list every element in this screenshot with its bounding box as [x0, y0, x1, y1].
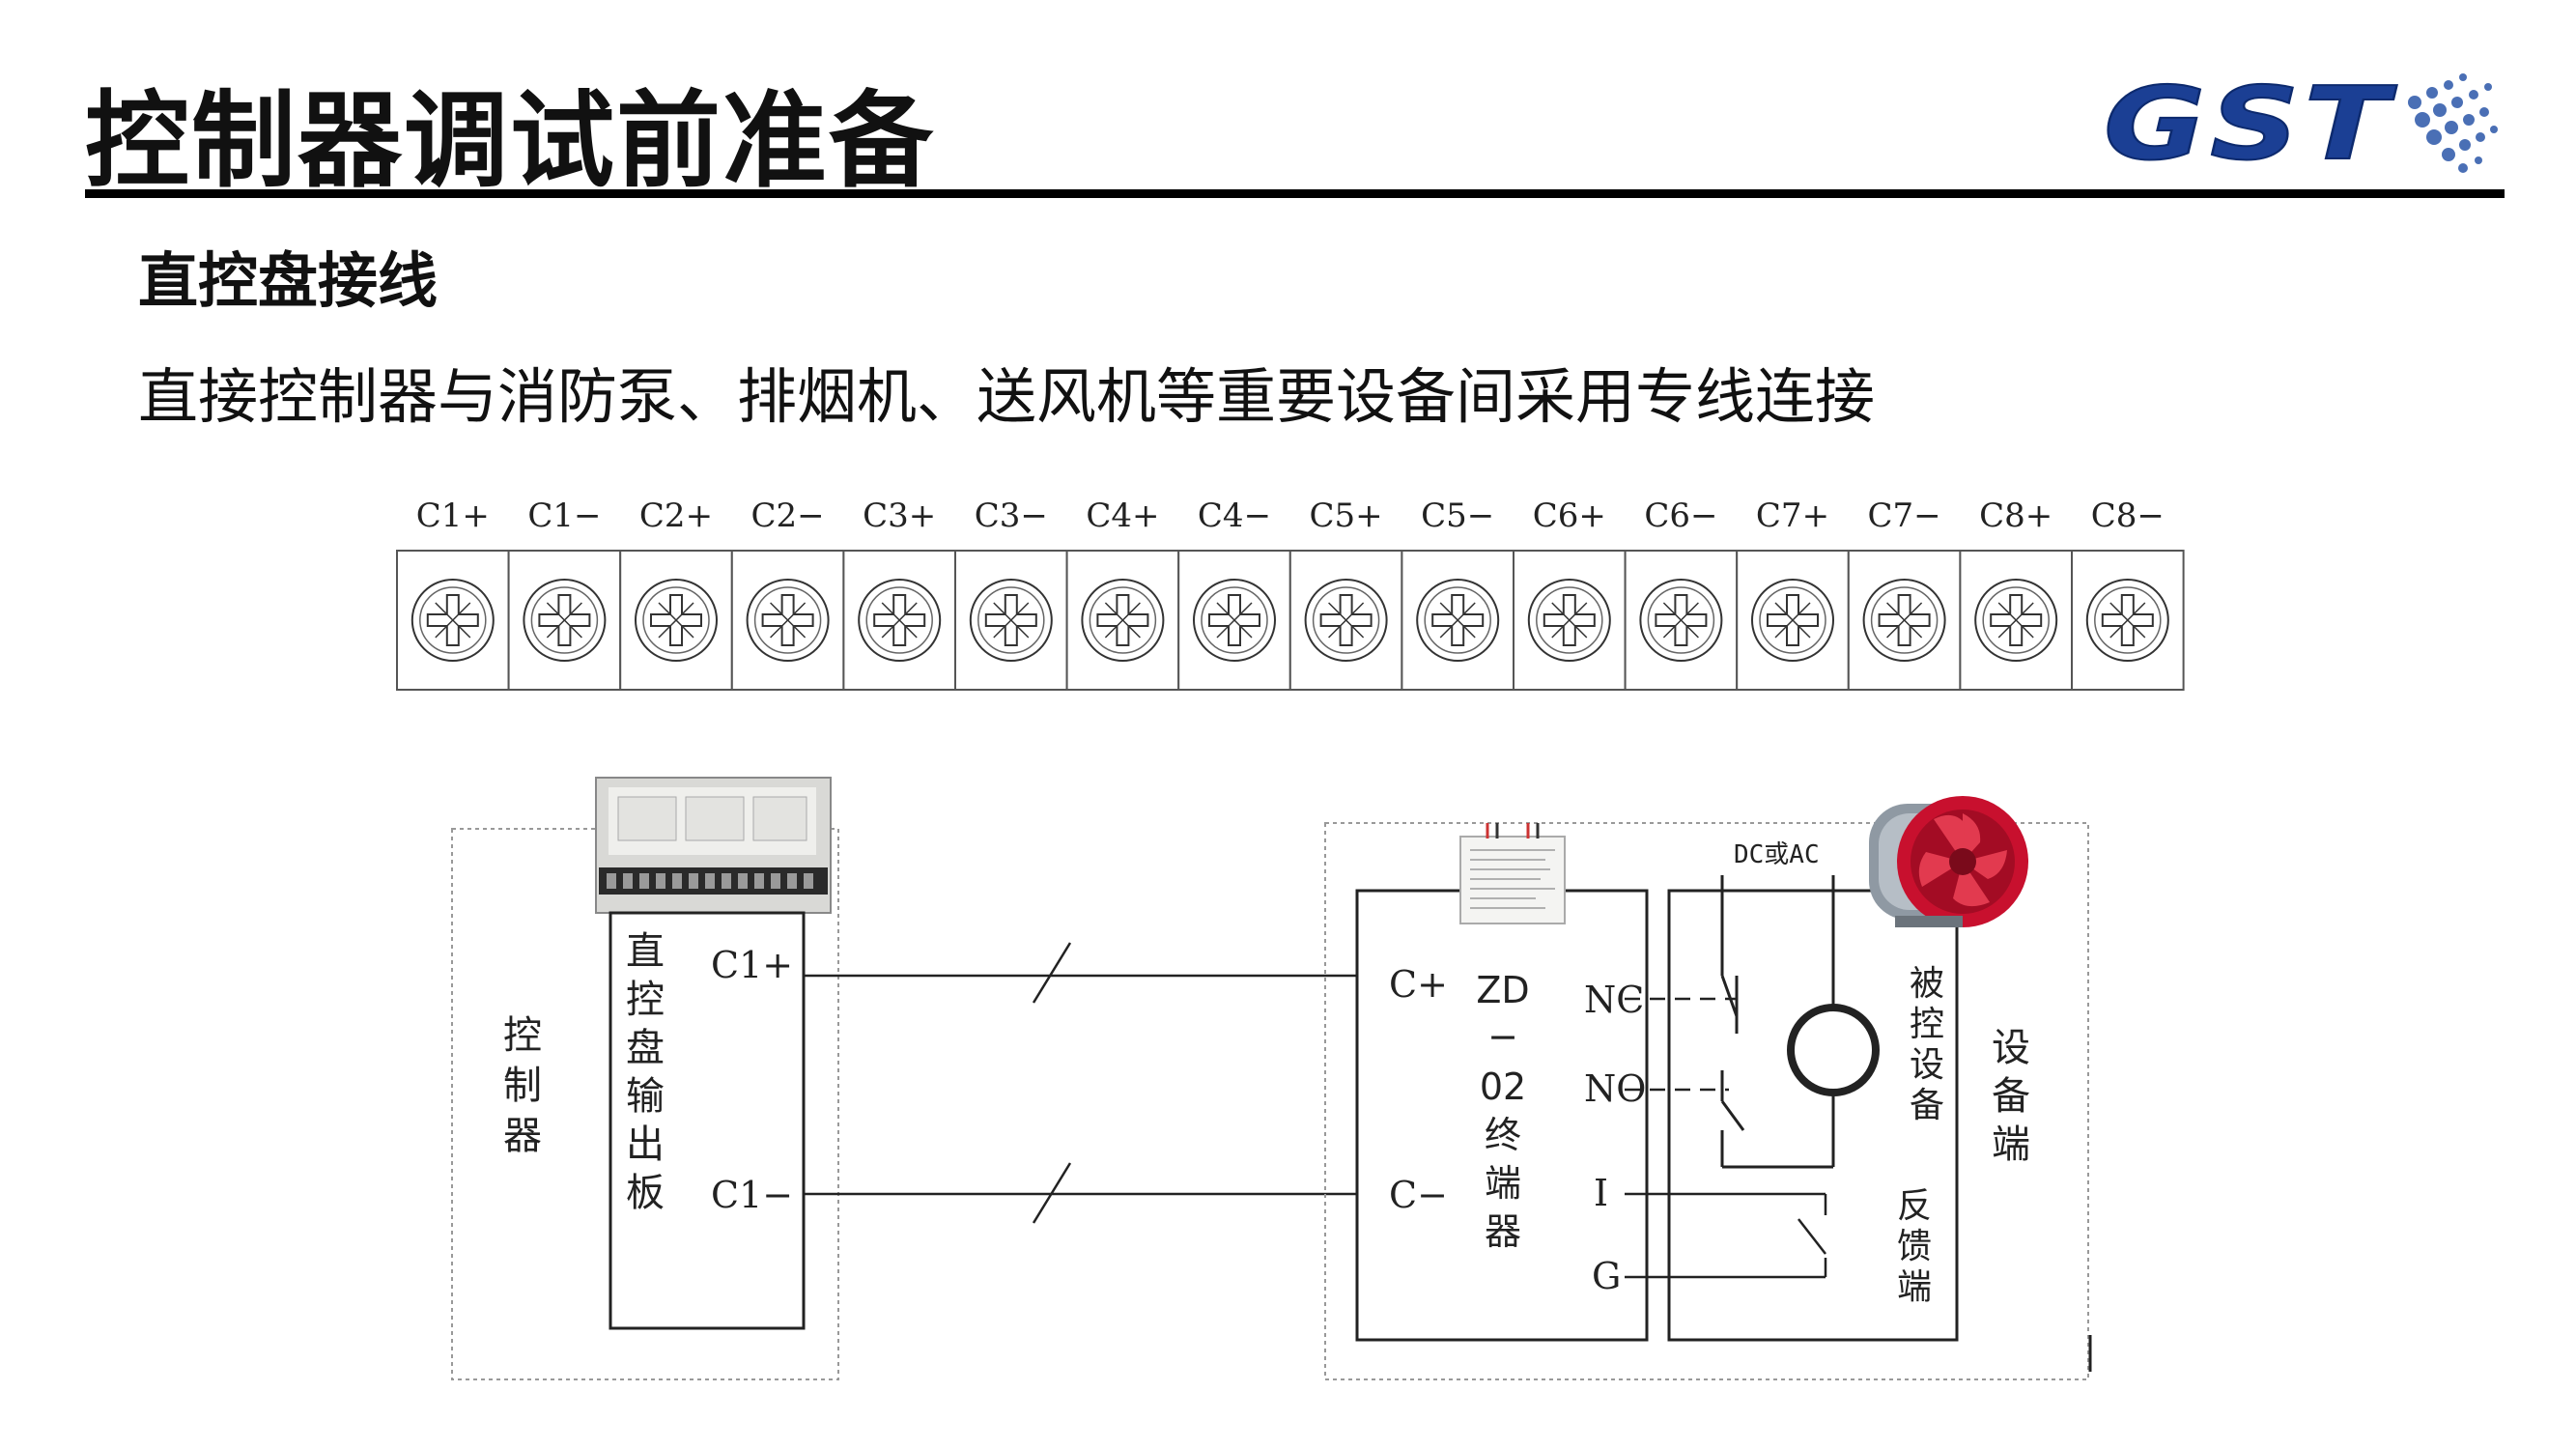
panel-output-board	[609, 911, 806, 1330]
terminal-screw	[2071, 550, 2185, 691]
controller-label-char: 制	[503, 1064, 542, 1108]
terminal-screw	[1624, 550, 1739, 691]
controlled-device-char: 被	[1910, 964, 1944, 1004]
panel-board-photo	[595, 777, 832, 914]
terminal-label: C7+	[1756, 497, 1829, 535]
terminal-label: C8+	[1979, 497, 2052, 535]
terminal-label: C1+	[416, 497, 490, 535]
terminal-label: C6−	[1644, 497, 1717, 535]
controller-label-char: 控	[503, 1013, 542, 1058]
terminal-screw	[396, 550, 510, 691]
device-end-box	[1324, 822, 2089, 1380]
gst-logo: GST	[2103, 64, 2498, 180]
motor-symbol	[1787, 1004, 1880, 1096]
controlled-device-label: 被 控 设 备	[1910, 964, 1944, 1125]
terminal-screw	[1401, 550, 1515, 691]
zd02-label-part: 端	[1485, 1162, 1521, 1205]
nc-no-links	[1625, 997, 1737, 1092]
panel-label: 直 控 盘 输 出 板	[626, 929, 665, 1215]
terminal-label: C2+	[639, 497, 713, 535]
logo-text: GST	[2104, 65, 2397, 180]
feedback-label: 反 馈 端	[1897, 1186, 1932, 1307]
feedback-char: 馈	[1897, 1227, 1932, 1266]
terminal-label: C6+	[1533, 497, 1606, 535]
terminal-strip: C1+ C1− C2+ C2− C3+ C3− C4+ C4− C5+ C5− C6+ C6− C7+ C…	[396, 497, 2185, 691]
device-end-label: 设 备 端	[1992, 1026, 2030, 1167]
terminal-screw	[1288, 550, 1403, 691]
terminal-label: C8−	[2091, 497, 2165, 535]
logo-dots	[2408, 73, 2498, 173]
feedback-char: 端	[1897, 1267, 1932, 1307]
terminal-screw	[730, 550, 845, 691]
zd-cminus-label: C−	[1389, 1174, 1448, 1216]
terminal-screw	[619, 550, 733, 691]
panel-label-char: 板	[626, 1171, 665, 1215]
panel-c1plus-label: C1+	[711, 944, 793, 986]
zd02-label-part: −	[1487, 1015, 1518, 1058]
terminal-label: C3+	[863, 497, 936, 535]
section-description: 直接控制器与消防泵、排烟机、送风机等重要设备间采用专线连接	[138, 361, 1876, 432]
terminal-label: C5−	[1421, 497, 1494, 535]
terminal-label: C3−	[975, 497, 1048, 535]
terminal-label: C2−	[751, 497, 825, 535]
section-subtitle: 直控盘接线	[138, 245, 439, 316]
page-title: 控制器调试前准备	[85, 81, 936, 202]
fan-photo	[1869, 796, 2028, 927]
zd02-label-part: 终	[1485, 1114, 1521, 1156]
zd02-label-part: ZD	[1476, 969, 1529, 1011]
zd02-label-part: 02	[1480, 1065, 1526, 1108]
panel-label-char: 输	[626, 1074, 665, 1119]
zd02-label-part: 器	[1485, 1210, 1521, 1253]
panel-label-char: 出	[626, 1122, 665, 1167]
terminal-screw	[507, 550, 622, 691]
wire-break-mark	[1032, 1162, 1072, 1224]
terminal-label: C5+	[1310, 497, 1383, 535]
zd02-module-photo	[1459, 823, 1566, 924]
controlled-device-box	[1667, 889, 1959, 1342]
zd02-label: ZD − 02 终 端 器	[1476, 969, 1529, 1253]
controller-label-char: 器	[503, 1114, 542, 1158]
wire-break-mark	[1032, 942, 1072, 1004]
title-underline	[85, 189, 2505, 198]
terminal-label: C1−	[527, 497, 601, 535]
power-circuit	[1720, 875, 1880, 1169]
terminal-screw	[1736, 550, 1850, 691]
device-end-char: 备	[1992, 1074, 2030, 1119]
controller-label: 控 制 器	[503, 1013, 542, 1158]
device-end-char: 设	[1992, 1026, 2030, 1070]
zd-cplus-label: C+	[1389, 963, 1448, 1006]
controlled-device-char: 控	[1910, 1005, 1944, 1044]
terminal-screw	[1513, 550, 1627, 691]
panel-label-char: 控	[626, 978, 665, 1022]
terminal-label: C7−	[1868, 497, 1941, 535]
feedback-circuit	[1625, 1192, 1827, 1279]
panel-label-char: 直	[626, 929, 665, 974]
terminal-label: C4−	[1198, 497, 1271, 535]
terminal-screw	[842, 550, 957, 691]
panel-c1minus-label: C1−	[711, 1174, 793, 1216]
i-label: I	[1594, 1172, 1608, 1214]
terminal-screw	[1177, 550, 1291, 691]
g-label: G	[1592, 1255, 1621, 1297]
terminal-screw	[1847, 550, 1962, 691]
terminal-screw	[954, 550, 1068, 691]
power-label: DC或AC	[1734, 840, 1820, 869]
device-end-char: 端	[1992, 1122, 2030, 1167]
feedback-char: 反	[1897, 1186, 1932, 1226]
panel-label-char: 盘	[626, 1026, 665, 1070]
controlled-device-char: 备	[1910, 1086, 1944, 1125]
terminal-label: C4+	[1086, 497, 1159, 535]
controlled-device-char: 设	[1910, 1045, 1944, 1085]
terminal-screw	[1959, 550, 2074, 691]
